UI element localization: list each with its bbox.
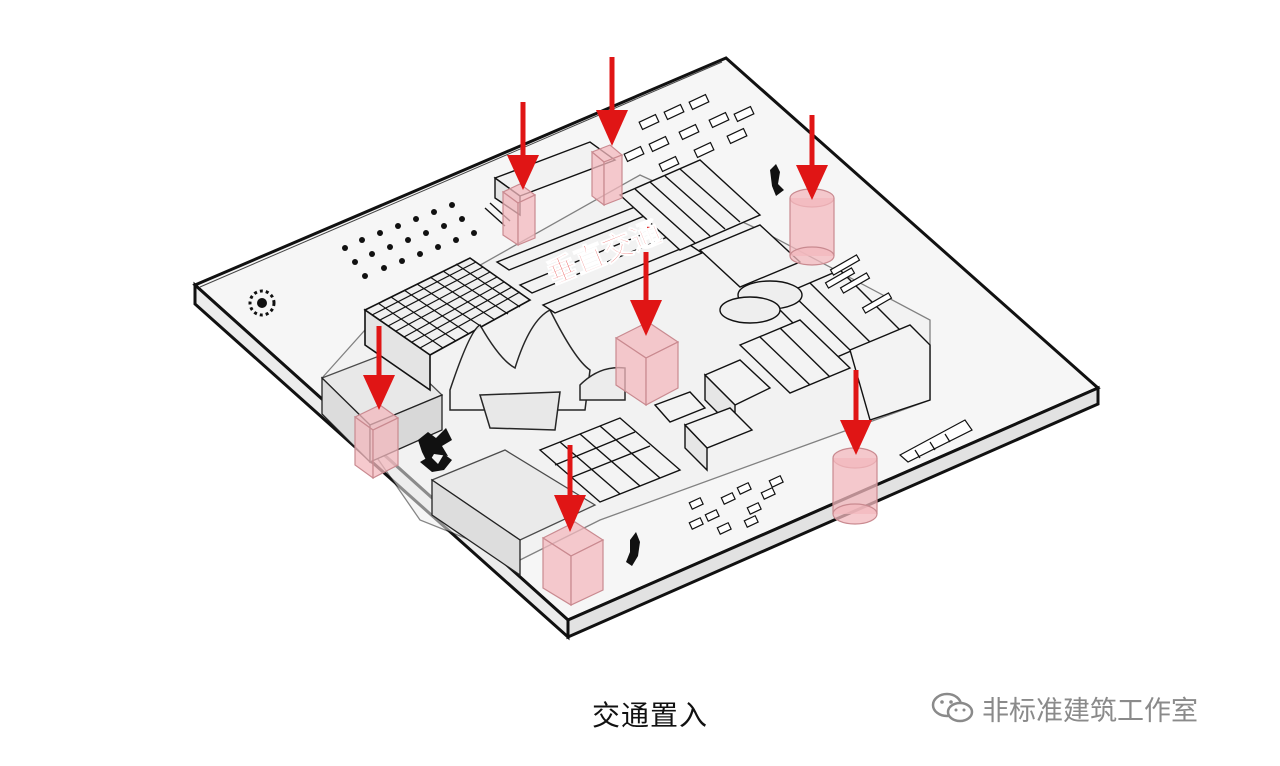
room-cells xyxy=(538,159,931,503)
figure-cluster-mid xyxy=(418,428,452,472)
arrow-2 xyxy=(596,57,628,146)
sticks-right xyxy=(824,254,893,314)
arrow-6 xyxy=(554,445,586,532)
caption: 交通置入 xyxy=(591,699,708,732)
linear-bars xyxy=(484,141,704,314)
figures xyxy=(248,164,784,566)
arrow-7 xyxy=(840,370,872,455)
car-cluster xyxy=(688,474,784,535)
core-box-1 xyxy=(501,183,537,247)
figure-cluster-left xyxy=(342,202,477,279)
core-cylinder-2 xyxy=(832,447,878,525)
arrow-4 xyxy=(630,252,662,336)
parking-cluster xyxy=(623,93,755,173)
core-box-5 xyxy=(541,521,605,607)
vertical-cores xyxy=(353,144,878,607)
core-box-2 xyxy=(590,144,624,207)
site-furniture xyxy=(623,93,973,535)
core-box-3 xyxy=(614,321,680,407)
core-box-4 xyxy=(353,404,400,480)
wechat-icon xyxy=(931,692,974,723)
watermark-text: 非标准建筑工作室 xyxy=(982,695,1198,727)
figure-walker xyxy=(626,532,640,566)
arrow-3 xyxy=(796,115,828,200)
figure-right xyxy=(770,164,784,196)
curved-shells xyxy=(449,308,626,431)
watermark: 非标准建筑工作室 xyxy=(930,688,1198,728)
arrows xyxy=(363,57,872,532)
arrow-5 xyxy=(363,326,395,410)
bench-right xyxy=(898,419,973,463)
arrow-1 xyxy=(507,102,539,190)
core-cylinder-1 xyxy=(789,188,835,266)
